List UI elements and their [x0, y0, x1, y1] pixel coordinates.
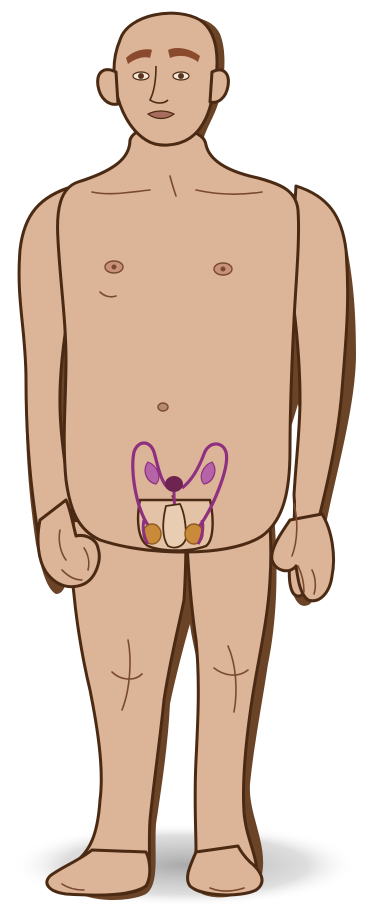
bladder	[165, 476, 183, 492]
left-ear	[98, 70, 118, 105]
body	[19, 13, 348, 895]
right-hand	[272, 514, 334, 601]
head	[114, 13, 217, 145]
penis	[163, 504, 186, 548]
right-ear	[210, 70, 228, 102]
left-pupil	[138, 73, 144, 79]
navel	[158, 403, 168, 411]
right-pupil	[178, 73, 184, 79]
